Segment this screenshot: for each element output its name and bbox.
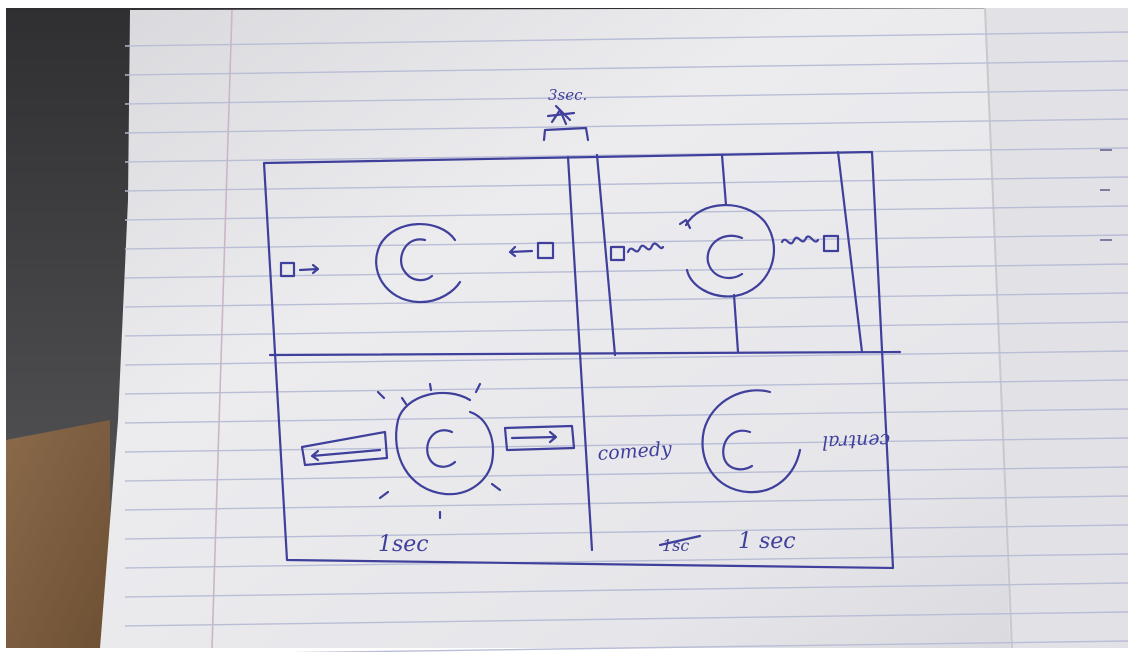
c-logo-icon [701,389,802,494]
ruled-line [124,582,1129,598]
spring-icon [626,242,665,254]
sparkle-rays [376,382,502,520]
ruled-line [124,176,1129,192]
ruled-line [124,495,1129,511]
c-logo-icon [706,234,744,280]
ruled-line [124,379,1129,395]
square-icon [279,261,296,278]
crossed-out-scribble [546,104,576,126]
c-logo-icon [375,223,462,304]
square-icon [536,241,555,260]
c-logo-icon [399,238,434,282]
ruled-line [124,89,1129,105]
central-word: central [822,429,891,453]
arrow-left-icon [508,245,534,258]
panel-top-left [279,223,555,304]
facing-page [985,8,1128,648]
comedy-word: comedy [597,438,673,465]
margin-line [211,9,233,649]
panel-top-right [609,204,840,298]
arrow-right-icon [510,430,558,444]
ruled-line [124,321,1129,337]
duration-bracket [542,126,590,142]
ruled-line [124,205,1129,221]
ruled-line [124,437,1129,453]
square-icon [609,245,626,262]
c-logo-icon [426,429,457,468]
curved-arrow-icon [678,218,692,230]
page-fold [984,7,1013,649]
vertical-divider [566,155,594,552]
panel-grid-line [595,153,617,357]
storyboard-sketch: 3sec. [262,86,902,570]
facing-page-marks [1100,149,1112,241]
ruled-line [124,147,1129,163]
ruled-line [124,234,1129,250]
arrow-bar-right [503,424,576,452]
horizontal-divider [268,350,902,357]
square-icon [822,234,840,253]
c-logo-icon [684,204,775,298]
ruled-line [124,118,1129,134]
ruled-line [124,611,1129,627]
c-logo-icon [722,429,754,471]
scribble-strike [658,534,702,547]
c-logo-icon [395,391,495,496]
panel-grid-line [836,150,864,354]
ruled-lines [124,31,1129,652]
wooden-desk-edge [6,420,110,648]
storyboard-outer-frame [262,150,895,570]
bottom-right-duration-label: 1 sec [738,529,796,554]
ruled-line [124,408,1129,424]
ruled-line [124,350,1129,366]
spring-icon [780,235,820,245]
ruled-line [289,640,1129,652]
top-duration-label: 3sec. [548,86,587,104]
ruled-line [124,60,1129,76]
ruled-line [124,466,1129,482]
ruled-line [124,31,1129,47]
bottom-left-duration-label: 1sec [378,532,429,557]
arrow-bar-left [300,430,389,467]
arrow-right-icon [298,263,320,275]
notebook-page [100,8,1128,648]
ruled-line [124,553,1129,569]
panel-grid-line [732,293,740,354]
arrow-left-icon [310,448,382,462]
ruled-line [124,524,1129,540]
panel-bottom-left: 1sec [300,382,576,557]
panel-bottom-right: comedy central 1sc 1 sec [597,389,891,555]
panel-grid-line [720,153,728,207]
ruled-line [124,292,1129,308]
